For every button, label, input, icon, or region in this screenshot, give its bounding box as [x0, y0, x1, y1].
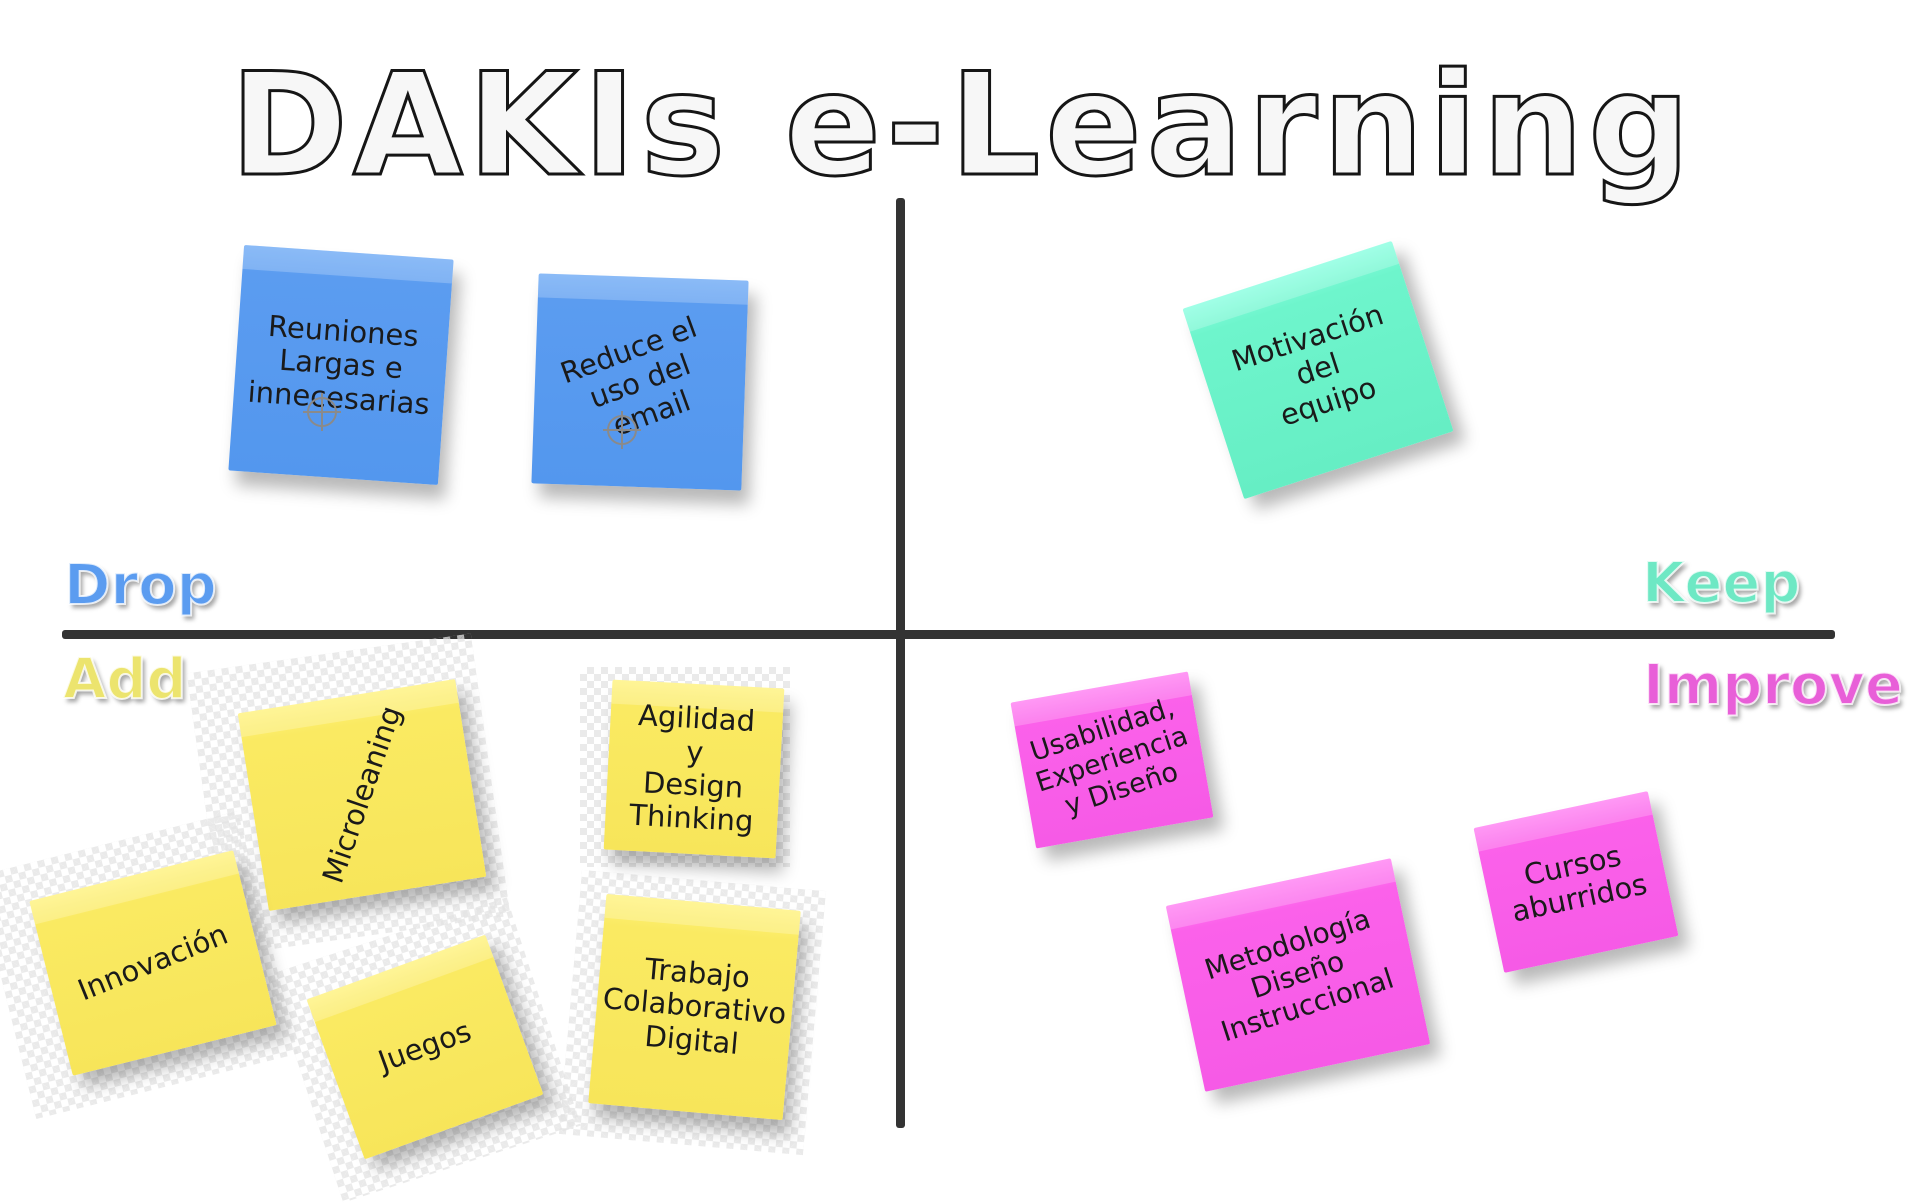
sticky-note-text: Reuniones Largas e innecesarias [246, 308, 431, 421]
quadrant-label-add: Add [62, 647, 188, 712]
sticky-note-keep[interactable]: Motivación del equipo [1182, 240, 1454, 500]
sticky-note-text: Microleaning [315, 701, 408, 888]
sticky-note-text: Motivación del equipo [1227, 297, 1388, 433]
sticky-note-improve[interactable]: Cursos aburridos [1473, 791, 1679, 973]
sticky-note-improve[interactable]: Usabilidad, Experiencia y Diseño [1010, 671, 1214, 849]
sticky-note-text: Agilidad y Design Thinking [628, 698, 756, 839]
sticky-note-improve[interactable]: Metodología Diseño Instruccional [1165, 858, 1431, 1092]
horizontal-axis [62, 630, 1835, 639]
sticky-note-text: Cursos aburridos [1508, 838, 1650, 929]
move-cursor-icon [603, 411, 641, 449]
sticky-note-text: Innovación [73, 916, 233, 1008]
sticky-note-text: Juegos [373, 1013, 476, 1079]
sticky-note-add[interactable]: Trabajo Colaborativo Digital [588, 893, 801, 1121]
sticky-note-text: Reduce el uso del email [555, 309, 702, 443]
vertical-axis [896, 198, 905, 1128]
quadrant-label-drop: Drop [63, 553, 218, 618]
move-cursor-icon [303, 393, 341, 431]
sticky-note-add[interactable]: Microleaning [237, 679, 487, 911]
sticky-note-drop[interactable]: Reduce el uso del email [531, 273, 749, 491]
sticky-note-text: Trabajo Colaborativo Digital [601, 951, 788, 1061]
quadrant-label-improve: Improve [1642, 653, 1904, 718]
retrospective-board: DAKIs e-Learning Drop Keep Add Improve R… [0, 0, 1925, 1174]
sticky-note-add[interactable]: Agilidad y Design Thinking [603, 679, 785, 859]
sticky-note-drop[interactable]: Reuniones Largas e innecesarias [228, 244, 454, 486]
sticky-note-text: Usabilidad, Experiencia y Diseño [1026, 692, 1192, 823]
sticky-note-text: Metodología Diseño Instruccional [1200, 901, 1399, 1049]
quadrant-label-keep: Keep [1641, 551, 1801, 616]
board-title: DAKIs e-Learning [229, 43, 1695, 208]
